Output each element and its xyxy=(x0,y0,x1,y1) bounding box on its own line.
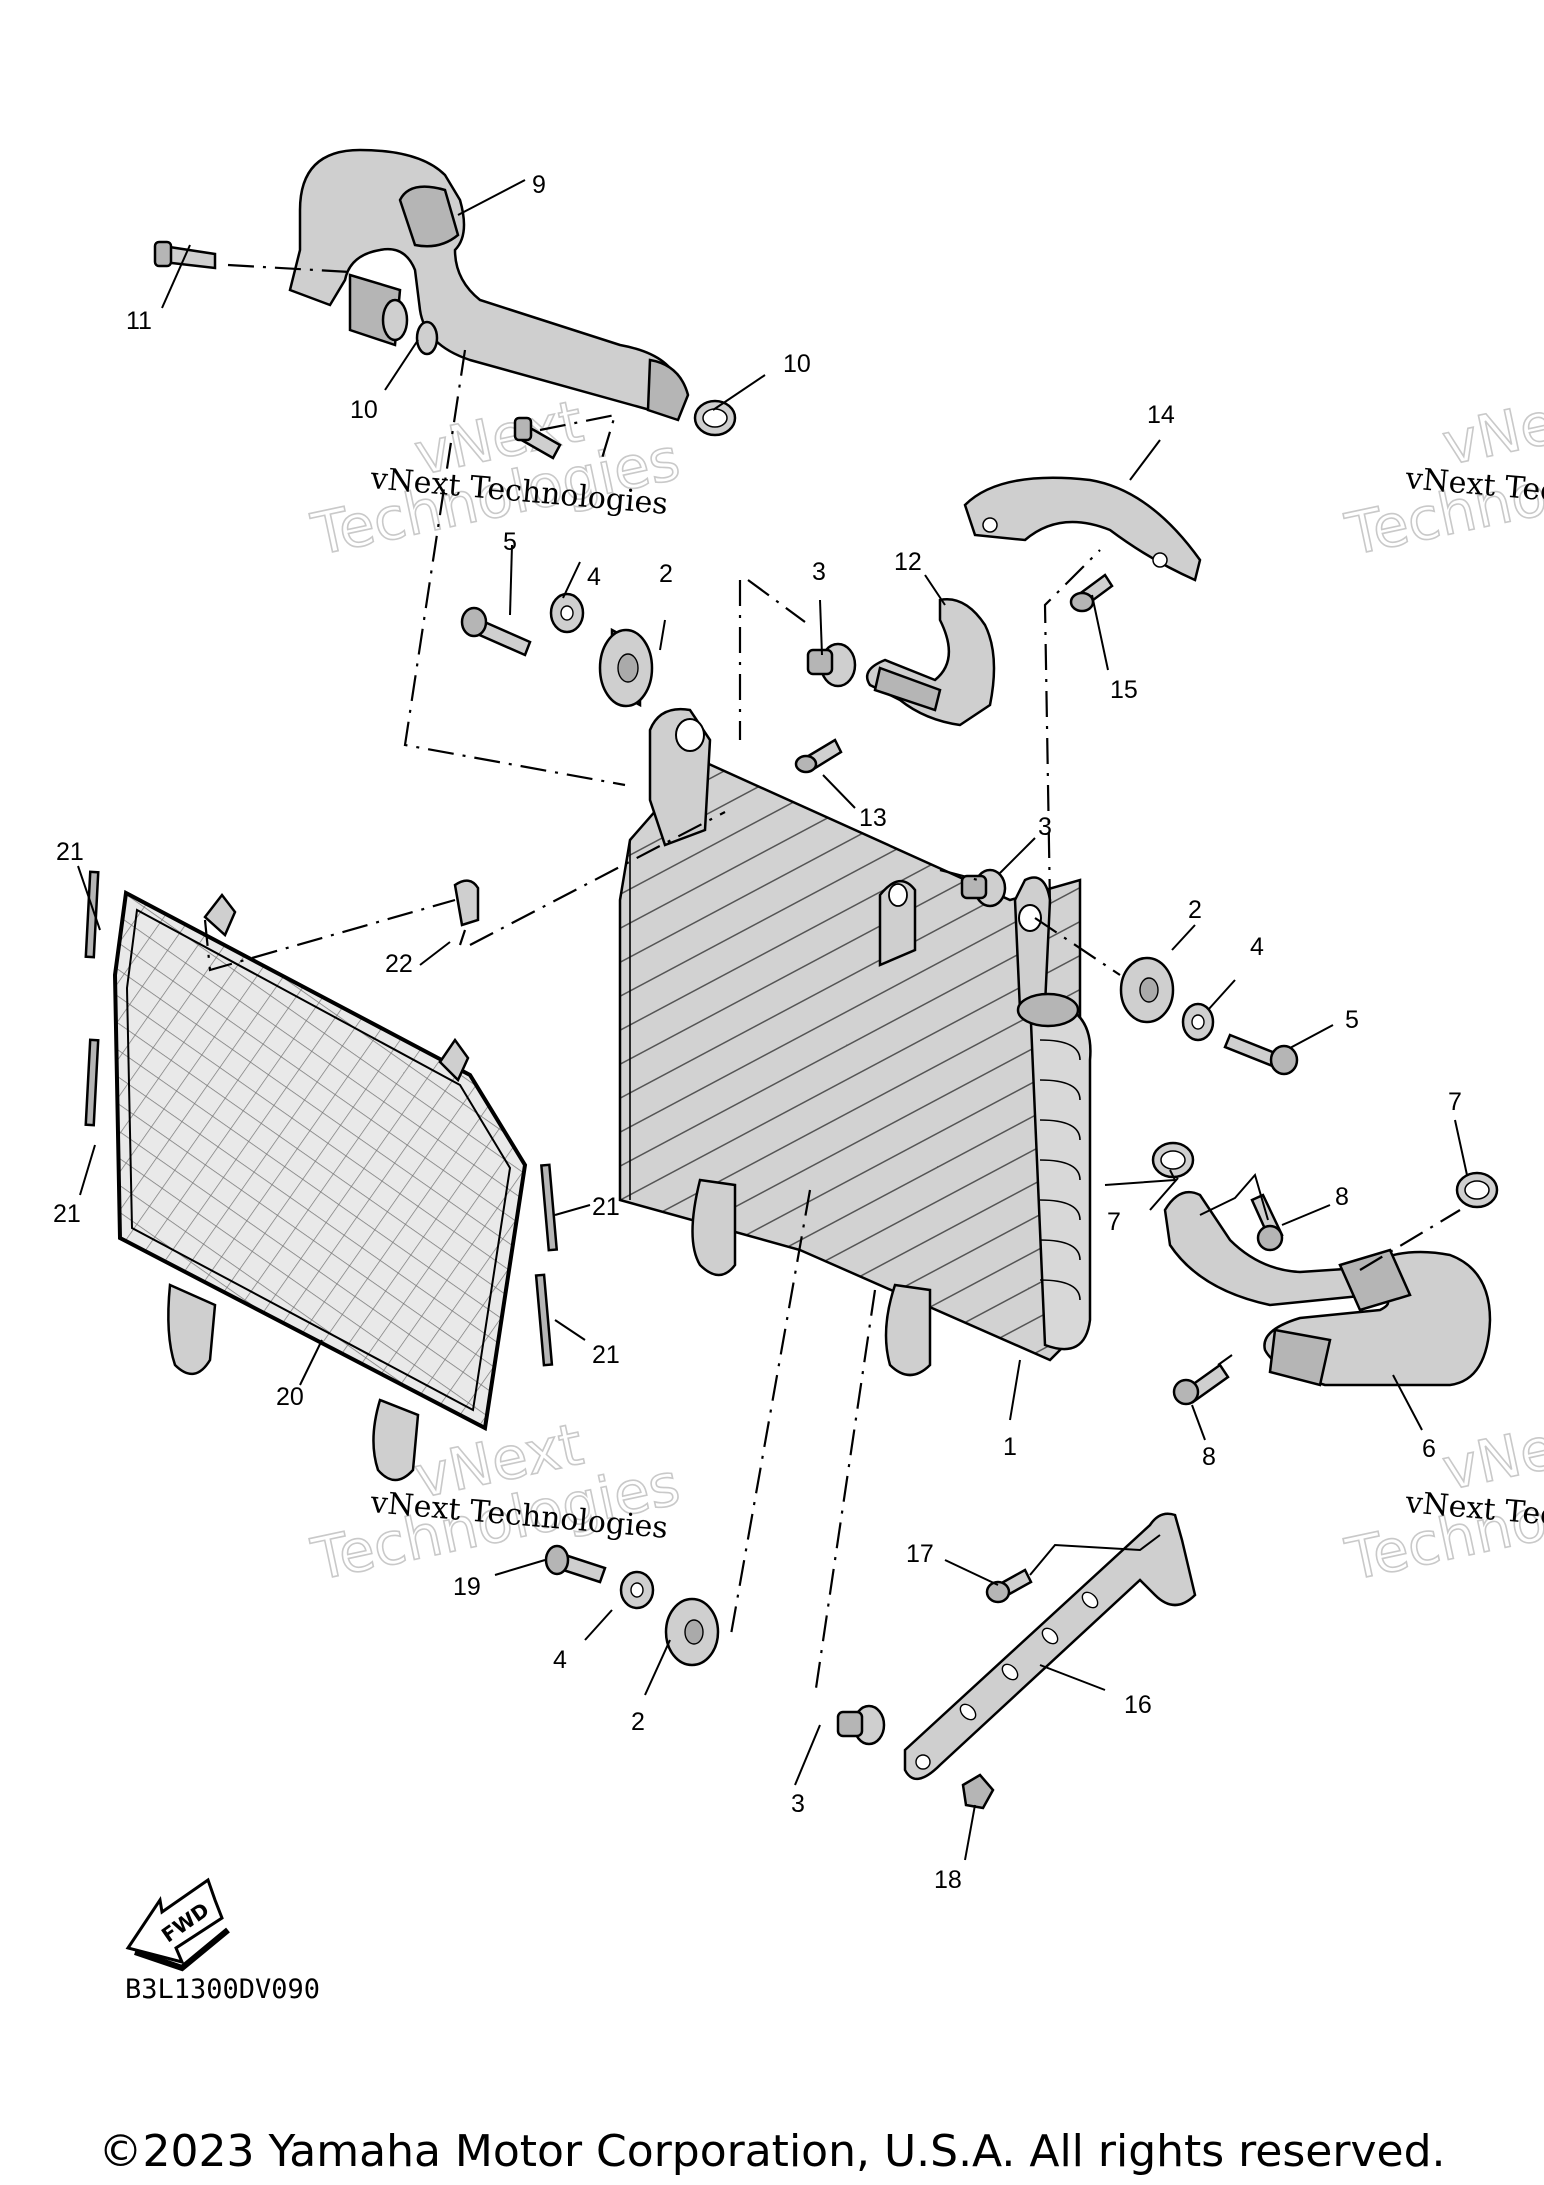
part-2-grommet-right xyxy=(1119,956,1175,1024)
callout-21: 21 xyxy=(53,1200,81,1228)
part-14-bracket xyxy=(963,476,1202,582)
part-21-seal-b xyxy=(84,1038,100,1127)
part-9-upper-hose xyxy=(288,148,690,422)
callout-10: 10 xyxy=(350,396,378,424)
callout-14: 14 xyxy=(1147,401,1175,429)
callout-4: 4 xyxy=(1250,933,1264,961)
part-2-grommet-upper xyxy=(598,627,654,708)
part-2-grommet-lower xyxy=(664,1597,720,1667)
part-17-bolt xyxy=(985,1568,1033,1604)
assembly-lines xyxy=(203,263,1461,1696)
callout-11: 11 xyxy=(126,307,152,335)
callout-5: 5 xyxy=(1345,1006,1359,1034)
callout-7: 7 xyxy=(1107,1208,1121,1236)
part-16-stay xyxy=(903,1512,1197,1780)
callout-6: 6 xyxy=(1422,1435,1436,1463)
part-3-collar-right xyxy=(960,868,1007,908)
leader-lines xyxy=(77,179,1468,1861)
fwd-arrow-icon: FWD xyxy=(125,1877,230,1972)
callout-7: 7 xyxy=(1448,1088,1462,1116)
part-3-collar-upper xyxy=(806,642,857,688)
copyright-notice: ©2023 Yamaha Motor Corporation, U.S.A. A… xyxy=(98,2126,1446,2177)
part-21-seal-a xyxy=(84,870,100,959)
part-8-bolt-lower xyxy=(1172,1363,1230,1406)
callout-21: 21 xyxy=(592,1341,620,1369)
callout-8: 8 xyxy=(1202,1443,1216,1471)
part-13-bolt xyxy=(794,738,843,774)
part-5-bolt-right xyxy=(1223,1033,1299,1076)
callout-2: 2 xyxy=(659,560,673,588)
callout-18: 18 xyxy=(934,1866,962,1894)
part-10-o-ring-a xyxy=(415,320,439,356)
callout-13: 13 xyxy=(859,804,887,832)
callout-8: 8 xyxy=(1335,1183,1349,1211)
part-15-bolt xyxy=(1069,573,1114,613)
part-20-radiator-guard xyxy=(112,889,528,1482)
callout-21: 21 xyxy=(592,1193,620,1221)
part-6-lower-hose xyxy=(1163,1190,1492,1387)
part-1-oil-cooler xyxy=(618,707,1092,1377)
callout-10: 10 xyxy=(783,350,811,378)
callout-4: 4 xyxy=(587,563,601,591)
callout-3: 3 xyxy=(812,558,826,586)
part-5-bolt-upper xyxy=(460,606,532,657)
callout-20: 20 xyxy=(276,1383,304,1411)
part-11-bolt xyxy=(153,240,217,270)
callout-3: 3 xyxy=(1038,813,1052,841)
callout-17: 17 xyxy=(906,1540,934,1568)
part-19-bolt xyxy=(544,1544,607,1584)
callout-4: 4 xyxy=(553,1646,567,1674)
callout-2: 2 xyxy=(1188,896,1202,924)
part-22-clip xyxy=(453,879,480,927)
callout-19: 19 xyxy=(453,1573,481,1601)
hose-bolt xyxy=(513,416,562,460)
callout-15: 15 xyxy=(1110,676,1138,704)
callout-21: 21 xyxy=(56,838,84,866)
callout-16: 16 xyxy=(1124,1691,1152,1719)
callout-22: 22 xyxy=(385,950,413,978)
part-8-bolt-upper xyxy=(1250,1193,1284,1252)
callout-2: 2 xyxy=(631,1708,645,1736)
part-21-seal-d xyxy=(534,1273,554,1367)
callout-labels: 1 2 2 2 3 3 3 4 4 4 5 5 6 7 7 8 8 9 10 1… xyxy=(53,171,1462,1894)
part-21-seal-c xyxy=(540,1163,559,1252)
part-3-collar-lower xyxy=(836,1704,886,1746)
callout-3: 3 xyxy=(791,1790,805,1818)
callout-5: 5 xyxy=(503,528,517,556)
callout-1: 1 xyxy=(1003,1433,1017,1461)
part-12-clamp xyxy=(865,598,996,727)
part-18-nut xyxy=(961,1773,995,1810)
callout-9: 9 xyxy=(532,171,546,199)
callout-12: 12 xyxy=(894,548,922,576)
diagram-code: B3L1300DV090 xyxy=(125,1974,320,2005)
